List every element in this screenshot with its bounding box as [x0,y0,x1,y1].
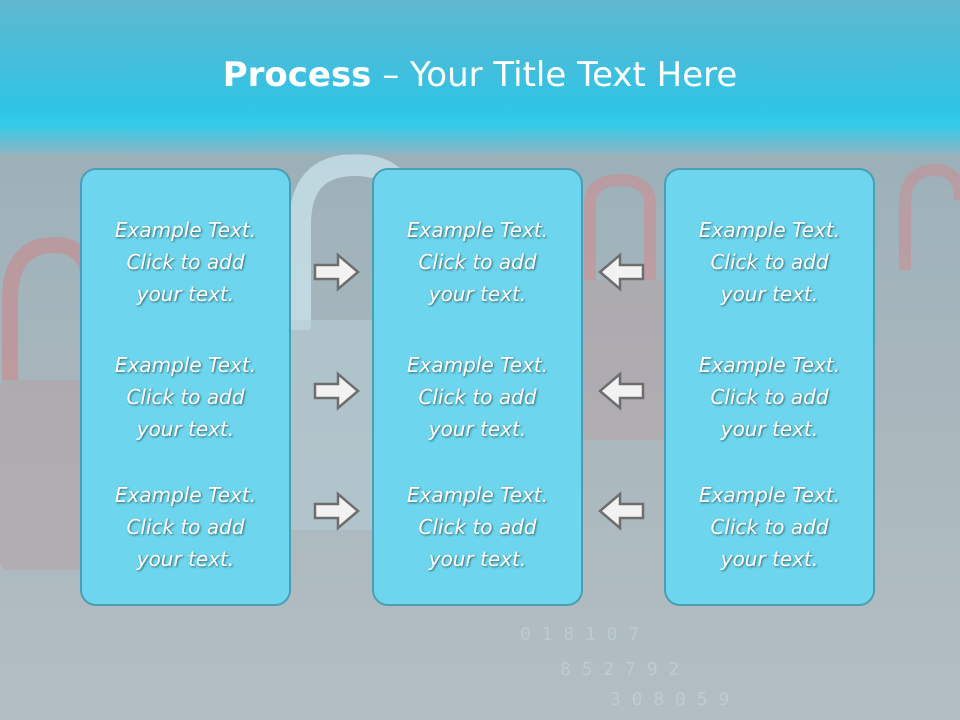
text-line: Click to add [710,385,829,409]
text-line: your text. [136,547,235,571]
process-panel-right[interactable]: Example Text. Click to add your text. Ex… [664,168,875,606]
text-line: your text. [428,282,527,306]
text-line: Click to add [710,250,829,274]
text-block[interactable]: Example Text. Click to add your text. [666,479,873,575]
right-arrow-icon [313,371,360,411]
text-line: Example Text. [114,483,257,507]
svg-text:3 0 8 0 5 9: 3 0 8 0 5 9 [610,689,729,710]
text-block[interactable]: Example Text. Click to add your text. [374,479,581,575]
text-line: Example Text. [698,483,841,507]
title-bold: Process [222,55,372,95]
text-line: Click to add [710,515,829,539]
text-line: Example Text. [698,218,841,242]
svg-text:0 1 8 1 0 7: 0 1 8 1 0 7 [520,624,639,645]
text-block[interactable]: Example Text. Click to add your text. [374,349,581,445]
left-arrow-icon [598,371,645,411]
right-arrow-icon [313,491,360,531]
text-line: Click to add [418,385,537,409]
text-block[interactable]: Example Text. Click to add your text. [82,349,289,445]
text-line: your text. [428,547,527,571]
text-line: your text. [720,547,819,571]
right-arrow-icon [313,252,360,292]
text-line: your text. [136,282,235,306]
text-line: Example Text. [406,483,549,507]
text-line: Click to add [418,250,537,274]
text-line: your text. [136,417,235,441]
text-block[interactable]: Example Text. Click to add your text. [374,214,581,310]
text-line: Example Text. [114,218,257,242]
text-line: Example Text. [698,353,841,377]
slide-title[interactable]: Process – Your Title Text Here [0,52,960,98]
title-bar: Process – Your Title Text Here [0,0,960,155]
text-line: Click to add [126,515,245,539]
text-line: Example Text. [406,353,549,377]
svg-text:8 5 2 7 9 2: 8 5 2 7 9 2 [560,659,679,680]
text-block[interactable]: Example Text. Click to add your text. [82,214,289,310]
title-rest: – Your Title Text Here [371,55,738,95]
process-panel-center[interactable]: Example Text. Click to add your text. Ex… [372,168,583,606]
text-line: your text. [428,417,527,441]
process-panel-left[interactable]: Example Text. Click to add your text. Ex… [80,168,291,606]
text-line: Click to add [418,515,537,539]
text-line: your text. [720,282,819,306]
text-line: Click to add [126,250,245,274]
text-line: Example Text. [406,218,549,242]
text-line: Click to add [126,385,245,409]
left-arrow-icon [598,252,645,292]
text-block[interactable]: Example Text. Click to add your text. [666,214,873,310]
text-block[interactable]: Example Text. Click to add your text. [82,479,289,575]
left-arrow-icon [598,491,645,531]
text-line: your text. [720,417,819,441]
text-block[interactable]: Example Text. Click to add your text. [666,349,873,445]
text-line: Example Text. [114,353,257,377]
